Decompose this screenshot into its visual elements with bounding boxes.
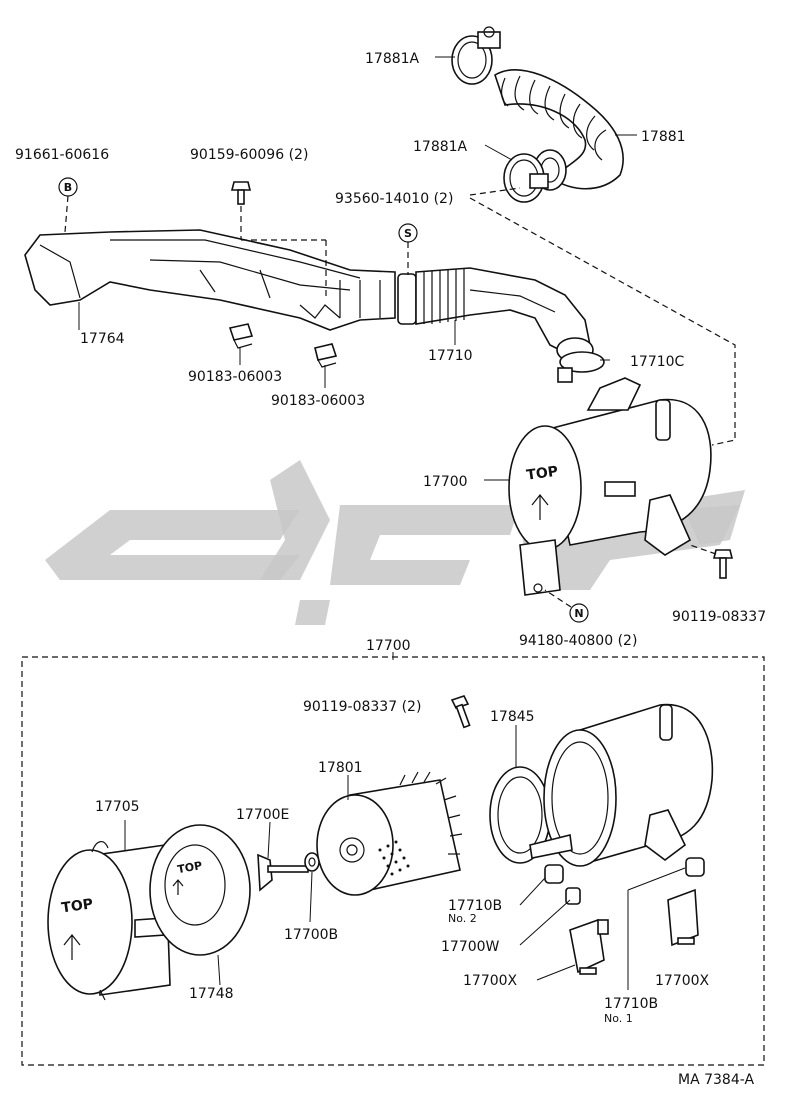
label-17700X-a: 17700X	[463, 973, 518, 989]
clip-90183-b	[314, 343, 338, 368]
svg-text:S: S	[404, 227, 412, 240]
label-17700E: 17700E	[236, 807, 289, 823]
air-inlet-duct-17764	[24, 229, 396, 331]
label-17700: 17700	[423, 474, 468, 490]
svg-text:TOP: TOP	[176, 859, 203, 876]
hose-clamp-17710C	[557, 351, 605, 383]
label-17700W: 17700W	[441, 939, 500, 955]
intake-hose-17710	[397, 267, 594, 363]
label-17881A-top: 17881A	[365, 51, 420, 67]
label-17710B-no2-sub: No. 2	[448, 912, 477, 925]
callout-N: N	[544, 589, 589, 623]
watermark-logo	[45, 460, 745, 625]
hose-clamp-top-17881A	[451, 26, 501, 85]
label-17881A-mid: 17881A	[413, 139, 468, 155]
label-90119-right: 90119-08337	[672, 609, 766, 625]
bolt-90119-box	[450, 695, 471, 729]
svg-text:TOP: TOP	[525, 464, 559, 484]
filter-element-17801	[316, 771, 463, 896]
reference-code: MA 7384-A	[678, 1072, 754, 1088]
label-94180: 94180-40800 (2)	[519, 633, 637, 649]
label-90183-a: 90183-06003	[188, 369, 282, 385]
bolt-90119-right	[689, 544, 734, 579]
air-cleaner-assembly-17700: TOP	[508, 377, 712, 596]
washer-17700B	[304, 852, 320, 872]
svg-text:N: N	[574, 607, 583, 620]
label-17700X-b: 17700X	[655, 973, 710, 989]
label-91661: 91661-60616	[15, 147, 109, 163]
grommet-17710B-no2	[544, 864, 564, 884]
label-17881: 17881	[641, 129, 686, 145]
box-title: 17700	[366, 638, 411, 654]
bracket-17700X-left	[569, 918, 609, 975]
clip-90183-a	[228, 323, 254, 349]
label-17710B-no2: 17710B	[448, 898, 502, 914]
label-17710: 17710	[428, 348, 473, 364]
label-17700B: 17700B	[284, 927, 338, 943]
label-90183-b: 90183-06003	[271, 393, 365, 409]
bracket-17700X-right	[667, 888, 699, 947]
callout-B: B	[58, 177, 78, 233]
grommet-17710B-no1	[685, 857, 705, 877]
label-17710B-no1: 17710B	[604, 996, 658, 1012]
label-17748: 17748	[189, 986, 234, 1002]
label-17764: 17764	[80, 331, 125, 347]
label-93560: 93560-14010 (2)	[335, 191, 453, 207]
label-90119-box: 90119-08337 (2)	[303, 699, 421, 715]
cleaner-case	[529, 703, 714, 867]
callout-S: S	[398, 223, 418, 275]
part-number-labels: 17881A 17881 17881A 91661-60616 90159-60…	[15, 51, 766, 1088]
label-17710B-no1-sub: No. 1	[604, 1012, 633, 1025]
label-17705: 17705	[95, 799, 140, 815]
label-17710C: 17710C	[630, 354, 685, 370]
wing-nut-17700E	[257, 853, 309, 892]
label-90159: 90159-60096 (2)	[190, 147, 308, 163]
svg-text:TOP: TOP	[61, 896, 95, 916]
air-hose-17881	[494, 69, 624, 191]
bolt-90159	[230, 181, 327, 300]
cleaner-cap-17705: TOP	[47, 841, 171, 1001]
svg-text:B: B	[64, 181, 72, 194]
leader-lines	[78, 56, 686, 990]
filter-cover-17748: TOP	[149, 824, 251, 956]
label-17845: 17845	[490, 709, 535, 725]
label-17801: 17801	[318, 760, 363, 776]
hose-clamp-mid-17881A	[503, 153, 549, 203]
